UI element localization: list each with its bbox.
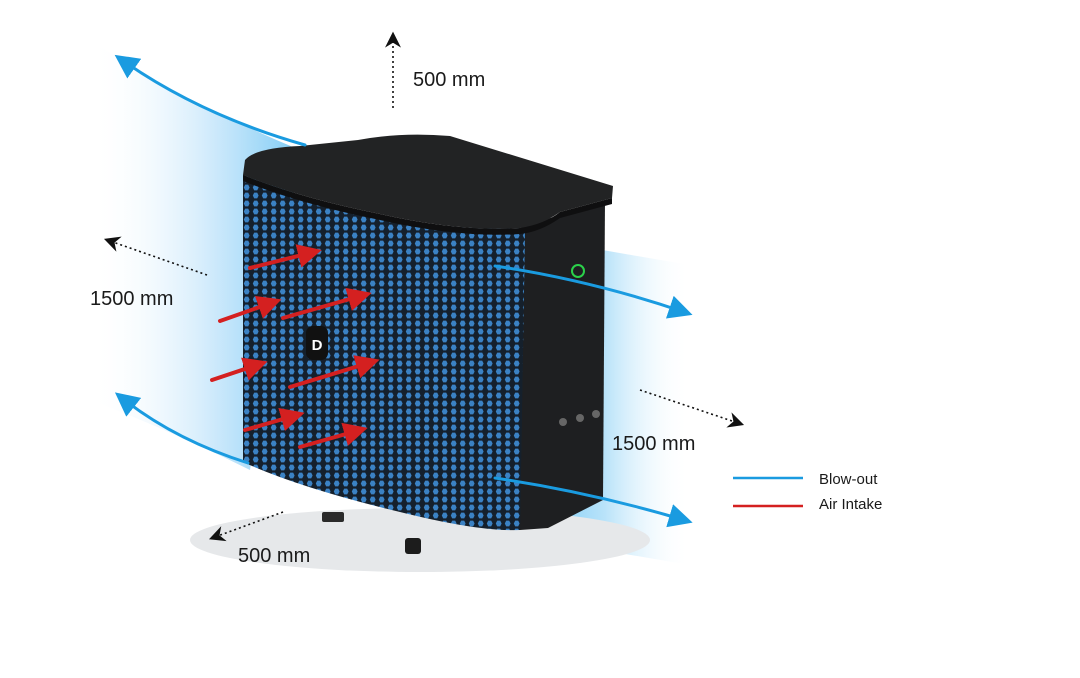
legend-label-intake: Air Intake xyxy=(819,496,882,513)
clearance-label-bottom: 500 mm xyxy=(238,545,310,567)
intake-arrow xyxy=(281,287,372,320)
intake-arrow xyxy=(298,422,368,449)
clearance-arrow-right xyxy=(639,389,745,428)
unit-front-edge xyxy=(470,228,525,530)
clearance-label-top: 500 mm xyxy=(413,69,485,91)
legend: Blow-out Air Intake xyxy=(733,471,882,513)
unit-top-lid xyxy=(243,134,613,229)
intake-arrow xyxy=(210,357,268,382)
clearance-arrows xyxy=(103,31,745,542)
clearance-label-left: 1500 mm xyxy=(90,288,173,310)
intake-arrow xyxy=(243,407,305,432)
intake-arrows xyxy=(210,244,380,449)
unit-lid-edge xyxy=(243,175,612,235)
legend-label-blowout: Blow-out xyxy=(819,471,878,488)
unit-foot xyxy=(405,538,421,554)
unit-drain xyxy=(322,512,344,522)
unit-side-panel xyxy=(520,200,605,530)
blowout-arrow xyxy=(493,264,693,319)
blowout-arrow xyxy=(114,54,307,147)
brand-logo: D xyxy=(306,326,328,360)
blowout-arrow xyxy=(114,392,250,465)
clearance-arrow-left xyxy=(103,236,208,276)
heat-pump-unit: D xyxy=(243,134,613,554)
power-indicator-icon xyxy=(571,264,585,278)
intake-arrow xyxy=(248,244,322,270)
blowout-arrows xyxy=(114,54,693,528)
water-connectors xyxy=(559,410,600,426)
blowout-arrow xyxy=(493,476,693,528)
clearance-label-right: 1500 mm xyxy=(612,433,695,455)
intake-arrow xyxy=(288,355,380,389)
clearance-arrow-bottom xyxy=(208,511,284,542)
intake-arrow xyxy=(218,295,282,323)
svg-text:D: D xyxy=(312,337,323,354)
